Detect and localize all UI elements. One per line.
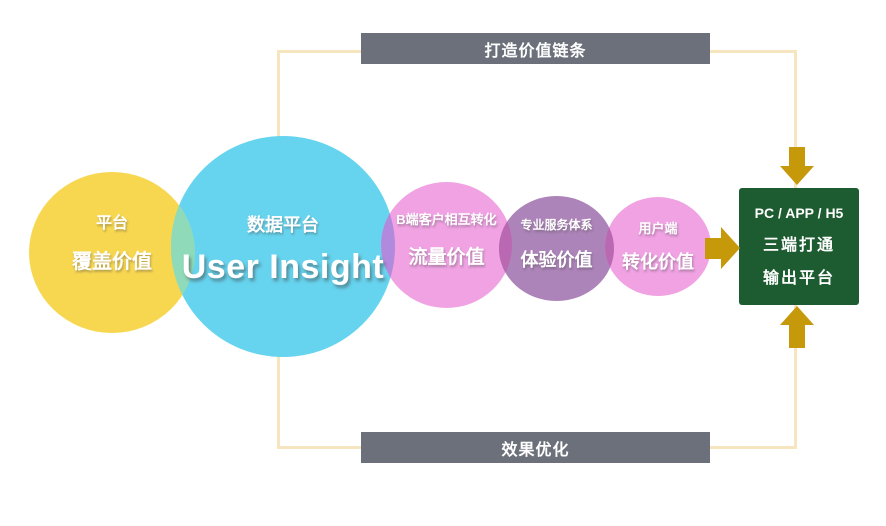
arrow-right-icon [721,227,740,269]
circle-experience-subtitle: 专业服务体系 [520,218,593,232]
arrow-right-icon [705,238,723,259]
bottom-banner: 效果优化 [361,432,710,463]
top-banner: 打造价值链条 [361,33,710,64]
overlap-experience-conversion [605,197,614,296]
circle-experience [499,196,614,301]
circle-data-platform [171,136,395,357]
circle-conversion [605,197,711,296]
circle-traffic-subtitle: B端客户相互转化 [396,212,497,227]
circle-conversion-subtitle: 用户端 [638,221,678,236]
output-box-line-platform: 输出平台 [762,269,835,287]
circle-traffic [381,182,512,308]
circle-coverage-subtitle: 平台 [95,215,128,232]
circle-conversion-title: 转化价值 [622,252,694,272]
circle-traffic-title: 流量价值 [408,247,485,268]
arrow-up-icon [789,323,805,348]
output-box-line-connect: 三端打通 [762,236,835,254]
circle-data-platform-title: User Insight [181,248,385,286]
output-box-line-devices: PC / APP / H5 [754,205,844,222]
circle-coverage [29,172,195,333]
circle-data-platform-subtitle: 数据平台 [247,215,319,235]
circle-experience-title: 体验价值 [520,250,593,270]
arrow-down-icon [780,166,814,185]
output-platform-box: PC / APP / H5 三端打通 输出平台 [739,188,859,305]
arrow-up-icon [780,306,814,325]
arrow-down-icon [789,147,805,168]
circle-coverage-title: 覆盖价值 [72,251,152,273]
